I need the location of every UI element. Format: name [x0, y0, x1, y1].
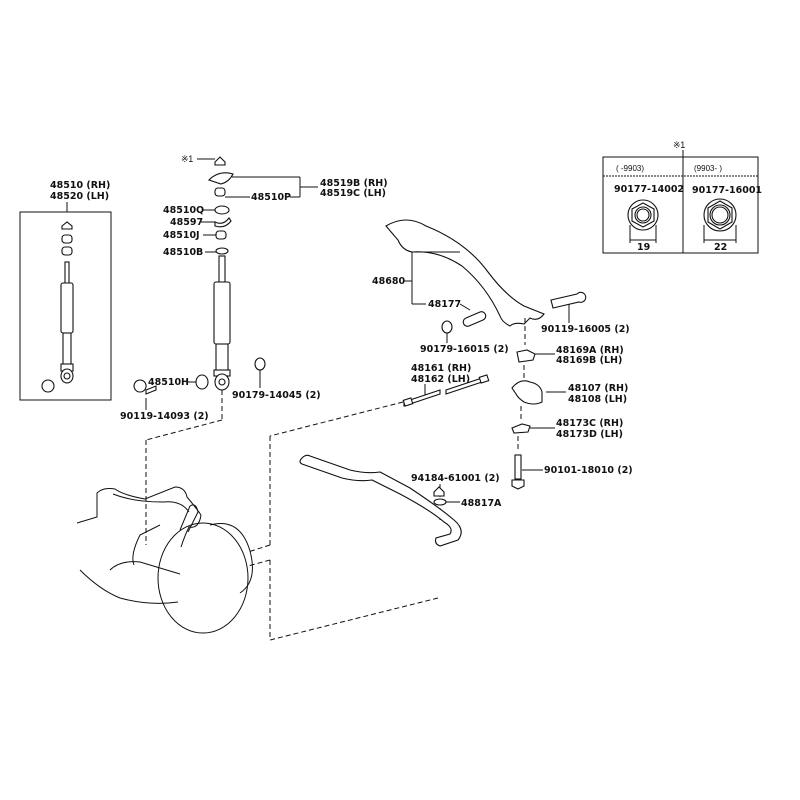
label-48520-lh[interactable]: 48520 (LH) — [50, 191, 109, 202]
washer-icon[interactable] — [214, 205, 230, 215]
label-48519c[interactable]: 48519C (LH) — [320, 188, 386, 199]
bushing-icon — [41, 379, 55, 393]
size-22: 22 — [714, 242, 727, 253]
label-90179-14045[interactable]: 90179-14045 (2) — [232, 390, 321, 401]
washer-icon[interactable] — [433, 498, 447, 506]
dashed-leader-lines — [145, 390, 441, 641]
label-90101-18010[interactable]: 90101-18010 (2) — [544, 465, 633, 476]
bushing-icon[interactable] — [195, 374, 209, 390]
nut-22mm-icon[interactable] — [703, 198, 737, 243]
bolt-icon[interactable] — [133, 379, 157, 395]
pin-icon[interactable] — [403, 389, 441, 407]
shock-assembly-box — [19, 211, 112, 401]
label-90177-16001[interactable]: 90177-16001 — [692, 185, 762, 196]
note1-table-ref: ※1 — [673, 140, 685, 150]
arm-48107-icon[interactable] — [511, 380, 543, 405]
label-48173d[interactable]: 48173D (LH) — [556, 429, 623, 440]
label-48597[interactable]: 48597 — [170, 217, 203, 228]
label-48510p[interactable]: 48510P — [251, 192, 291, 203]
label-48817a-top[interactable]: 48817A — [461, 498, 502, 509]
bracket-icon[interactable] — [214, 217, 232, 228]
bolt-icon[interactable] — [550, 291, 587, 309]
stabilizer-bar-icon[interactable] — [299, 454, 462, 547]
retainer-icon[interactable] — [207, 172, 234, 185]
note1-period-1: ( -9903) — [616, 164, 644, 173]
label-48108[interactable]: 48108 (LH) — [568, 394, 627, 405]
nut-icon[interactable] — [433, 486, 445, 497]
label-90119-14093[interactable]: 90119-14093 (2) — [120, 411, 209, 422]
nut-icon[interactable] — [441, 320, 453, 334]
note1-table: ※1 ( -9903) (9903- ) 90177-14002 90177-1… — [602, 140, 762, 254]
shock-parts-group: ※1 48519B (RH) 48519C (LH) 48510P 48510Q… — [120, 154, 388, 422]
nut-19mm-icon[interactable] — [627, 199, 659, 243]
nut-icon[interactable] — [214, 156, 226, 166]
label-48173c[interactable]: 48173C (RH) — [556, 418, 623, 429]
cushion-icon[interactable] — [214, 187, 226, 197]
bolt-icon[interactable] — [511, 454, 525, 490]
bracket-48680-icon[interactable] — [385, 219, 545, 327]
collar-icon[interactable] — [462, 311, 487, 327]
label-90177-14002[interactable]: 90177-14002 — [614, 184, 684, 195]
vehicle-wheel-sketch — [76, 486, 253, 634]
note1-period-2: (9903- ) — [694, 164, 722, 173]
label-90119-16005[interactable]: 90119-16005 (2) — [541, 324, 630, 335]
label-94184-61001[interactable]: 94184-61001 (2) — [411, 473, 500, 484]
label-48107[interactable]: 48107 (RH) — [568, 383, 628, 394]
bracket-parts-group: 48680 48177 90179-16015 (2) 90119-16005 … — [372, 219, 633, 490]
label-48510j[interactable]: 48510J — [163, 230, 200, 241]
plate-icon[interactable] — [511, 423, 531, 434]
label-48162[interactable]: 48162 (LH) — [411, 374, 470, 385]
label-48510q[interactable]: 48510Q — [163, 205, 204, 216]
label-48177[interactable]: 48177 — [428, 299, 461, 310]
label-48510h[interactable]: 48510H — [148, 377, 189, 388]
washer-icon[interactable] — [215, 247, 229, 255]
label-48169b[interactable]: 48169B (LH) — [556, 355, 622, 366]
label-48169a[interactable]: 48169A (RH) — [556, 345, 624, 356]
shock-absorber-assembly-group: 48510 (RH) 48520 (LH) — [19, 180, 112, 401]
label-48519b[interactable]: 48519B (RH) — [320, 178, 388, 189]
label-48680[interactable]: 48680 — [372, 276, 405, 287]
stabilizer-parts-group: 94184-61001 (2) 48817A — [299, 454, 502, 547]
shock-absorber-icon[interactable] — [60, 221, 74, 384]
size-19: 19 — [637, 242, 650, 253]
plate-icon[interactable] — [516, 349, 536, 363]
shock-absorber-icon[interactable] — [213, 255, 231, 391]
bushing-icon[interactable] — [215, 230, 227, 240]
note1-ref: ※1 — [181, 154, 193, 164]
label-48510b[interactable]: 48510B — [163, 247, 203, 258]
label-90179-16015[interactable]: 90179-16015 (2) — [420, 344, 509, 355]
nut-icon[interactable] — [254, 357, 266, 371]
label-48510-rh[interactable]: 48510 (RH) — [50, 180, 110, 191]
label-48161[interactable]: 48161 (RH) — [411, 363, 471, 374]
